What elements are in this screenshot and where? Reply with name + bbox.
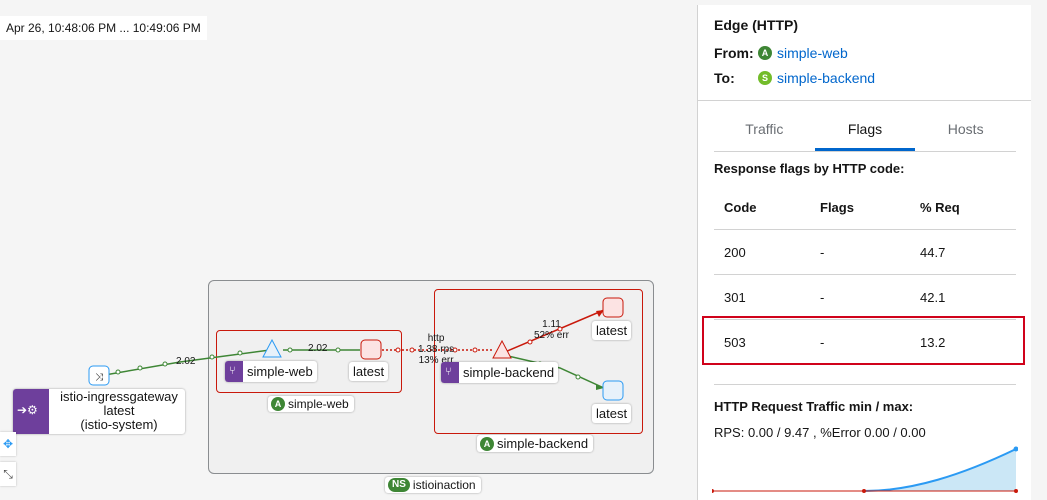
to-label: To: [714,70,735,86]
to-link[interactable]: simple-backend [777,70,876,86]
column-header-req: % Req [920,199,960,215]
edge-label-ingress-to-web: 2.02 [176,356,196,367]
side-panel: Edge (HTTP) From: A simple-web To: S sim… [697,5,1032,500]
edge-label-web-svc-to-workload: 2.02 [308,343,328,354]
edge-label-web-to-backend: http 1.38 rps 13% err [418,333,455,366]
workload-node-simple-web[interactable] [360,339,382,360]
workload-label-simple-web[interactable]: latest [349,362,389,381]
tab-hosts[interactable]: Hosts [947,121,984,137]
table-row: 301 - 42.1 [714,275,1016,320]
app-box-simple-backend[interactable] [434,289,643,434]
edge-label-backend-to-top: 1.11 52% err [534,319,570,341]
workload-label-backend-top[interactable]: latest [592,321,632,340]
ingress-node-label[interactable]: ➔⚙ istio-ingressgateway latest (istio-sy… [13,389,185,434]
app-badge: A [480,436,494,451]
time-range-label: Apr 26, 10:48:06 PM ... 10:49:06 PM [0,16,207,40]
graph-edges: ⤨ [88,297,624,401]
layout-icon: ✥ [2,437,14,451]
namespace-box-label[interactable]: NS istioinaction [385,477,481,493]
app-badge: A [271,397,285,411]
edge-backend-to-top[interactable] [504,309,605,353]
column-header-flags: Flags [820,199,854,215]
from-label: From: [714,45,754,61]
app-badge: A [758,46,772,60]
gateway-badge [13,389,49,434]
scrollbar-gutter[interactable] [1031,0,1047,500]
flags-heading: Response flags by HTTP code: [714,161,905,176]
tab-traffic[interactable]: Traffic [745,121,784,137]
service-label-simple-web[interactable]: ⑂ simple-web [225,361,317,382]
app-box-label-simple-backend[interactable]: A simple-backend [477,435,594,452]
to-row: To: S simple-backend [714,70,1016,86]
divider [698,100,1032,101]
gateway-icon: ➔⚙ [17,403,38,417]
highlight-503-row [702,316,1025,365]
app-box-label-simple-web[interactable]: A simple-web [268,396,354,412]
virtual-service-icon: ⑂ [229,365,236,377]
service-badge [441,362,459,383]
app-box-simple-web[interactable] [216,330,402,393]
service-badge: S [758,71,772,85]
workload-label-backend-bottom[interactable]: latest [592,404,632,423]
service-node-simple-web[interactable] [262,338,282,358]
table-header-row: Code Flags % Req [714,185,1016,230]
workload-node-backend-top[interactable] [602,297,624,318]
virtual-service-icon: ⑂ [445,366,452,378]
response-flags-table: Code Flags % Req 200 - 44.7 301 - 42.1 5… [714,185,1016,364]
workload-node-backend-bottom[interactable] [602,380,624,401]
edge-backend-to-bottom[interactable] [507,355,605,389]
expand-icon: ⤡ [3,467,13,481]
service-node-simple-backend[interactable] [492,339,512,359]
table-row: 200 - 44.7 [714,230,1016,275]
divider [714,384,1016,385]
svg-text:⤨: ⤨ [95,372,103,383]
tab-flags[interactable]: Flags [814,111,916,151]
traffic-sparkline[interactable] [712,445,1018,495]
service-label-simple-backend[interactable]: ⑂ simple-backend [441,362,559,383]
layout-button[interactable]: ✥ [0,432,16,456]
from-link[interactable]: simple-web [777,45,848,61]
tab-bar: Traffic Flags Hosts [714,111,1016,152]
fit-to-screen-button[interactable]: ⤡ [0,462,16,486]
service-badge [225,361,243,382]
graph-canvas[interactable]: ⤨ Apr 26, 10:48:06 PM ... 10:49:06 PM 2.… [0,0,697,500]
column-header-code: Code [724,199,757,215]
namespace-badge: NS [388,478,410,492]
traffic-heading: HTTP Request Traffic min / max: [714,399,914,414]
from-row: From: A simple-web [714,45,1016,61]
panel-title: Edge (HTTP) [714,17,798,33]
table-row: 503 - 13.2 [724,334,946,350]
traffic-values: RPS: 0.00 / 9.47 , %Error 0.00 / 0.00 [714,425,926,440]
ingress-node[interactable] [88,365,110,386]
